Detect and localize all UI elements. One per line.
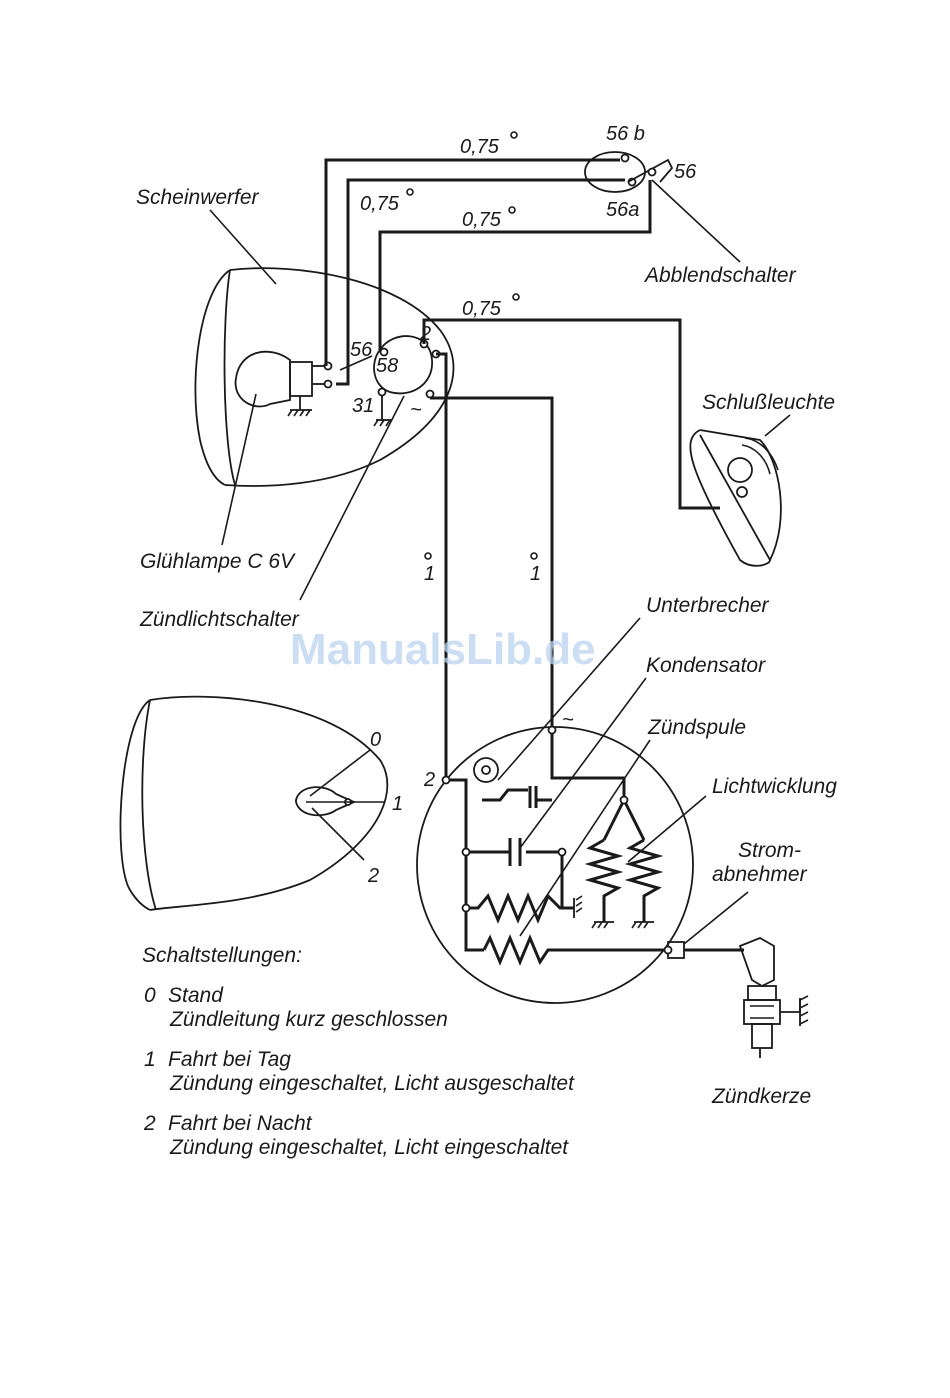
terminal-56: 56 [674,161,697,183]
leader-lines [209,209,405,601]
legend-item-2-line2: Zündung eingeschaltet, Licht eingeschalt… [169,1136,569,1159]
bulb [234,350,333,417]
label-scheinwerfer: Scheinwerfer [136,186,260,209]
labels: Scheinwerfer Glühlampe C 6V Zündlichtsch… [136,123,837,1159]
label-unterbrecher: Unterbrecher [646,594,770,617]
wire-markers [406,131,538,560]
wire-label-3: 0,75 [462,209,502,231]
terminal-ac-switch: ~ [410,399,422,421]
wire-label-1: 0,75 [460,136,500,158]
terminal-56b: 56 b [606,123,645,145]
switch-position-2: 2 [367,865,379,887]
headlight-bottom [119,695,389,911]
legend-item-1-line1: Fahrt bei Tag [168,1048,291,1071]
terminal-ac-generator: ~ [562,709,574,731]
legend-item-0-num: 0 [144,984,156,1007]
label-schlussleuchte: Schlußleuchte [702,391,835,414]
headlight-top [194,267,455,487]
wire-label-2: 0,75 [360,193,400,215]
label-lichtwicklung: Lichtwicklung [712,775,837,798]
legend-item-0-line2: Zündleitung kurz geschlossen [169,1008,448,1031]
switch-position-1: 1 [392,793,403,815]
generator [416,617,749,1004]
terminal-56-switch: 56 [350,339,373,361]
watermark: ManualsLib.de [290,625,596,674]
label-zuendspule: Zündspule [647,716,746,739]
legend-title: Schaltstellungen: [142,944,302,967]
tail-light [689,414,791,567]
terminal-56a: 56a [606,199,639,221]
label-zuendkerze: Zündkerze [711,1085,811,1108]
legend-item-0-line1: Stand [168,984,224,1007]
terminal-31: 31 [352,395,374,417]
dip-switch [584,151,741,263]
legend-item-2-line1: Fahrt bei Nacht [168,1112,313,1135]
ignition-light-switch-body [373,335,441,427]
terminal-2-generator: 2 [423,769,435,791]
terminal-2-switch: 2 [419,323,431,345]
wire-label-5: 1 [424,563,435,585]
legend-item-1-line2: Zündung eingeschaltet, Licht ausgeschalt… [169,1072,575,1095]
terminal-58: 58 [376,355,398,377]
label-stromabnehmer-1: Strom- [738,839,801,862]
switch-position-0: 0 [370,729,381,751]
spark-plug [684,937,809,1058]
label-abblendschalter: Abblendschalter [643,264,797,287]
wiring [324,158,720,780]
label-stromabnehmer-2: abnehmer [712,863,808,886]
label-zuendlichtschalter: Zündlichtschalter [139,608,300,631]
legend-item-1-num: 1 [144,1048,156,1071]
label-kondensator: Kondensator [646,654,766,677]
legend-item-2-num: 2 [143,1112,156,1135]
wire-label-6: 1 [530,563,541,585]
wire-label-4: 0,75 [462,298,502,320]
label-gluehlampe: Glühlampe C 6V [140,550,296,573]
